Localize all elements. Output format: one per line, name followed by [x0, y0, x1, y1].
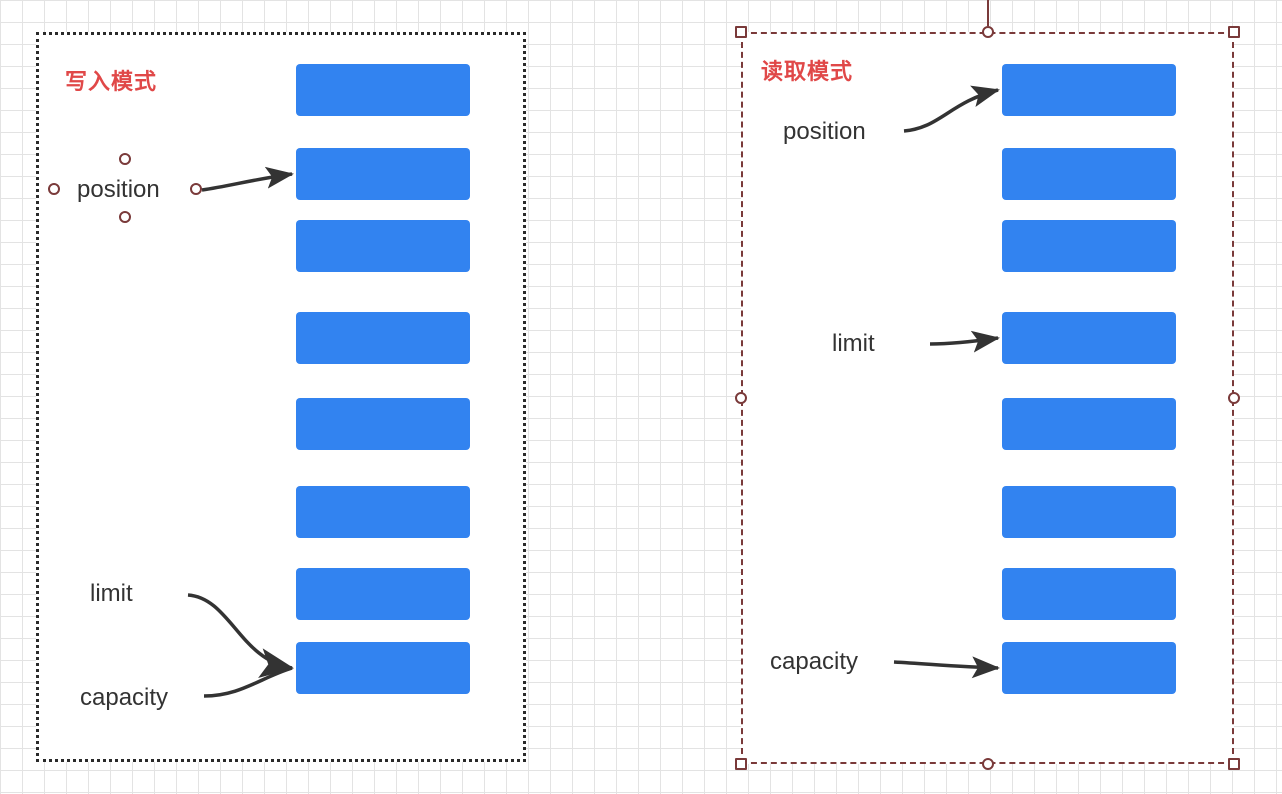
resize-handle[interactable]: [982, 26, 994, 38]
buffer-cell[interactable]: [296, 568, 470, 620]
buffer-cell[interactable]: [1002, 486, 1176, 538]
resize-handle[interactable]: [119, 153, 131, 165]
buffer-cell[interactable]: [296, 642, 470, 694]
buffer-cell[interactable]: [1002, 312, 1176, 364]
read-position-label[interactable]: position: [783, 118, 866, 145]
buffer-cell[interactable]: [1002, 148, 1176, 200]
resize-handle[interactable]: [190, 183, 202, 195]
buffer-cell[interactable]: [1002, 398, 1176, 450]
buffer-cell[interactable]: [1002, 642, 1176, 694]
read-mode-title: 读取模式: [761, 59, 854, 84]
resize-handle[interactable]: [48, 183, 60, 195]
resize-handle[interactable]: [1228, 26, 1240, 38]
buffer-cell[interactable]: [1002, 220, 1176, 272]
write-limit-label[interactable]: limit: [90, 580, 133, 607]
write-capacity-label[interactable]: capacity: [80, 684, 169, 711]
resize-handle[interactable]: [735, 392, 747, 404]
resize-handle[interactable]: [1228, 392, 1240, 404]
write-position-label[interactable]: position: [77, 176, 160, 203]
buffer-cell[interactable]: [296, 486, 470, 538]
resize-handle[interactable]: [735, 26, 747, 38]
resize-handle[interactable]: [1228, 758, 1240, 770]
resize-handle[interactable]: [119, 211, 131, 223]
resize-handle[interactable]: [982, 758, 994, 770]
buffer-cell[interactable]: [1002, 568, 1176, 620]
write-mode-title: 写入模式: [65, 69, 158, 94]
read-limit-label[interactable]: limit: [832, 330, 875, 357]
read-capacity-label[interactable]: capacity: [770, 648, 859, 675]
buffer-cell[interactable]: [1002, 64, 1176, 116]
buffer-cell[interactable]: [296, 64, 470, 116]
resize-handle[interactable]: [735, 758, 747, 770]
buffer-cell[interactable]: [296, 148, 470, 200]
buffer-cell[interactable]: [296, 398, 470, 450]
buffer-cell[interactable]: [296, 312, 470, 364]
buffer-cell[interactable]: [296, 220, 470, 272]
